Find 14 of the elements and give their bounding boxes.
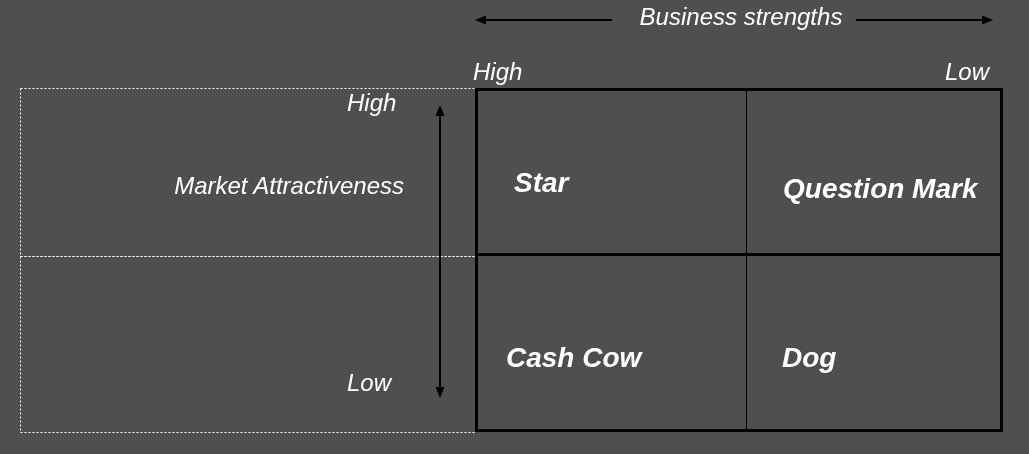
axis-label: High	[473, 58, 523, 86]
quadrant-box	[475, 88, 747, 256]
axis-label: Low	[944, 58, 989, 86]
quadrant-label: Dog	[782, 342, 837, 374]
quadrant-label: Star	[514, 167, 569, 199]
axis-title: Market Attractiveness	[174, 172, 404, 200]
quadrant-box	[747, 88, 1003, 256]
quadrant-label: Cash Cow	[506, 342, 642, 374]
axis-label: High	[347, 89, 397, 117]
quadrant-box	[475, 256, 747, 432]
axis-title: Business strengths	[639, 3, 843, 31]
quadrant-box	[747, 256, 1003, 432]
quadrant-label: Question Mark	[783, 173, 978, 205]
axis-label: Low	[347, 369, 392, 397]
